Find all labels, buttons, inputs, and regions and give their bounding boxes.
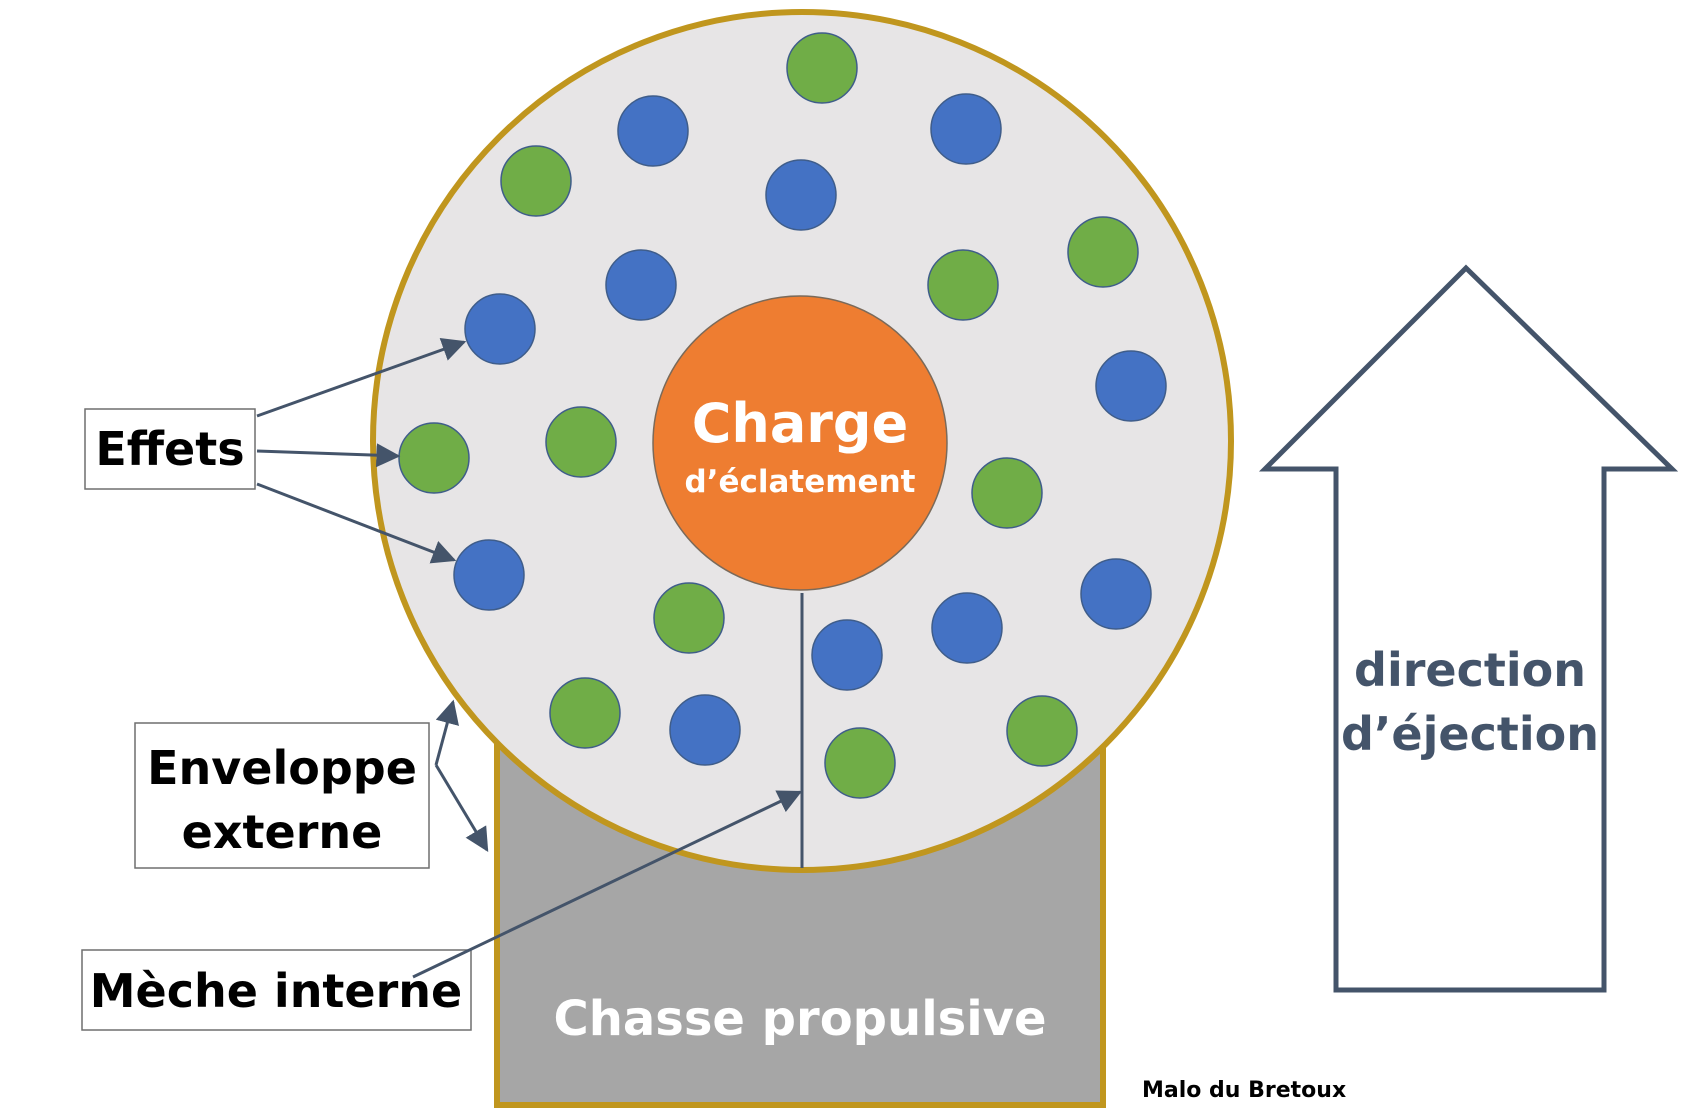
propulsion-label: Chasse propulsive (553, 991, 1046, 1047)
green-star (545, 406, 617, 478)
green-star (1006, 695, 1078, 767)
blue-star (765, 159, 837, 231)
enveloppe-label-box (134, 722, 430, 869)
enveloppe-label-line2: externe (182, 805, 383, 859)
charge-title: Charge (692, 392, 908, 455)
direction-label-line1: direction (1354, 643, 1586, 697)
blue-star (930, 93, 1002, 165)
blue-star (1095, 350, 1167, 422)
effets-label: Effets (95, 422, 244, 476)
enveloppe-label-line1: Enveloppe (147, 741, 417, 795)
pointer-arrow (256, 443, 401, 468)
direction-label-line2: d’éjection (1341, 707, 1599, 761)
effets-pointer-arrows (256, 337, 467, 564)
green-star (1067, 216, 1139, 288)
effect-stars (398, 32, 1167, 799)
blue-star (1080, 558, 1152, 630)
ejection-direction-arrow (1258, 264, 1679, 993)
pointer-arrow (434, 764, 489, 853)
blue-star (669, 694, 741, 766)
enveloppe-pointer-arrows (434, 699, 489, 853)
pointer-arrow (434, 699, 459, 766)
green-star (927, 249, 999, 321)
green-star (549, 677, 621, 749)
green-star (500, 145, 572, 217)
blue-star (605, 249, 677, 321)
meche-label: Mèche interne (90, 964, 463, 1018)
blue-star (464, 293, 536, 365)
green-star (653, 582, 725, 654)
green-star (971, 457, 1043, 529)
green-star (786, 32, 858, 104)
charge-subtitle: d’éclatement (685, 464, 916, 500)
pointer-arrow (256, 482, 457, 564)
effets-label-box (84, 408, 256, 490)
author-credit: Malo du Bretoux (1142, 1078, 1346, 1103)
blue-star (617, 95, 689, 167)
meche-pointer-arrow (412, 790, 803, 979)
green-star (398, 422, 470, 494)
blue-star (453, 539, 525, 611)
meche-label-box (81, 949, 472, 1031)
pointer-arrow (256, 337, 467, 418)
bursting-charge-core (652, 295, 948, 591)
green-star (824, 727, 896, 799)
blue-star (811, 619, 883, 691)
blue-star (931, 592, 1003, 664)
